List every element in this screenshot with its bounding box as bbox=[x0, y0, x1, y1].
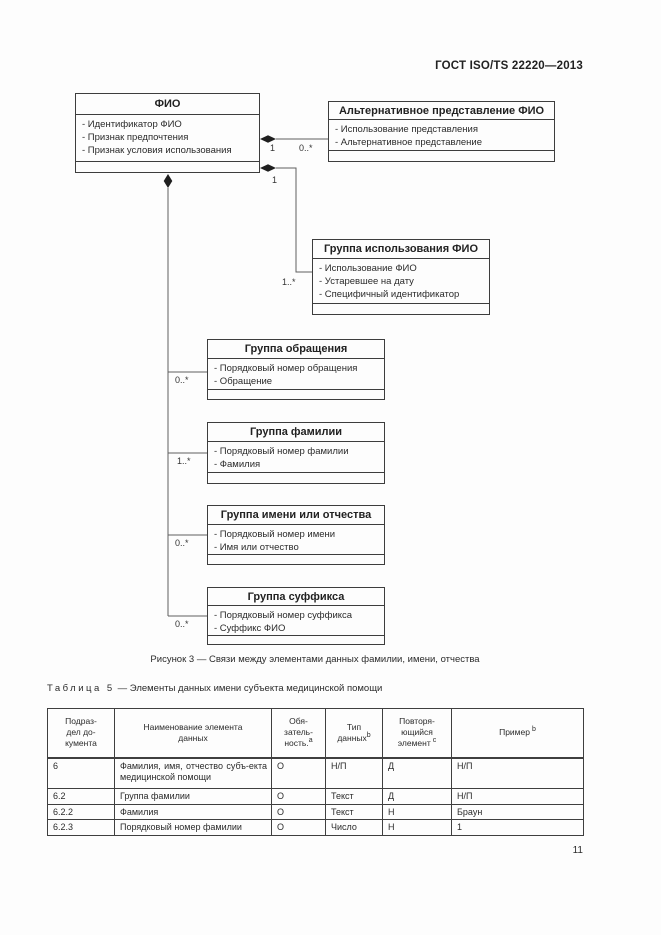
multiplicity-label: 0..* bbox=[175, 619, 189, 629]
uml-empty-compartment bbox=[208, 554, 384, 564]
table-row: 6.2 Группа фамилии О Текст Д Н/П bbox=[47, 788, 584, 805]
cell-data-type: Текст bbox=[325, 788, 383, 805]
uml-class-attributes: - Использование представления - Альтерна… bbox=[329, 120, 554, 150]
uml-class-attributes: - Идентификатор ФИО - Признак предпочтен… bbox=[76, 115, 259, 161]
data-elements-table: Подраз- дел до- кумента Наименование эле… bbox=[47, 708, 584, 836]
footnote-marker: c bbox=[432, 737, 437, 745]
figure-caption: Рисунок 3 — Связи между элементами данны… bbox=[150, 654, 480, 665]
uml-class-given-name-group: Группа имени или отчества - Порядковый н… bbox=[207, 505, 385, 565]
uml-attribute: - Порядковый номер суффикса bbox=[214, 610, 353, 621]
uml-class-title: Группа фамилии bbox=[208, 423, 384, 442]
cell-mandatory: О bbox=[271, 757, 326, 789]
column-header-mandatory: Обя- затель- ность.a bbox=[271, 708, 326, 759]
uml-class-title: Группа имени или отчества bbox=[208, 506, 384, 525]
uml-class-attributes: - Использование ФИО - Устаревшее на дату… bbox=[313, 259, 489, 303]
table-caption-text: — Элементы данных имени субъекта медицин… bbox=[117, 683, 383, 694]
cell-mandatory: О bbox=[271, 788, 326, 805]
cell-data-type: Текст bbox=[325, 803, 383, 820]
cell-element-name: Фамилия, имя, отчество субъ-екта медицин… bbox=[114, 757, 272, 789]
uml-attribute: - Идентификатор ФИО bbox=[82, 119, 182, 130]
cell-data-type: Число bbox=[325, 819, 383, 836]
footnote-marker: b bbox=[531, 726, 536, 734]
uml-class-attributes: - Порядковый номер обращения - Обращение bbox=[208, 359, 384, 389]
page-number: 11 bbox=[572, 845, 583, 856]
uml-attribute: - Специфичный идентификатор bbox=[319, 289, 460, 300]
cell-example: Н/П bbox=[451, 757, 584, 789]
uml-class-suffix-group: Группа суффикса - Порядковый номер суффи… bbox=[207, 587, 385, 645]
table-row: 6.2.2 Фамилия О Текст Н Браун bbox=[47, 803, 584, 820]
cell-repeating: Д bbox=[382, 757, 452, 789]
cell-example: Н/П bbox=[451, 788, 584, 805]
cell-subsection: 6.2.2 bbox=[47, 803, 115, 820]
cell-repeating: Д bbox=[382, 788, 452, 805]
uml-empty-compartment bbox=[313, 303, 489, 314]
uml-attribute: - Порядковый номер обращения bbox=[214, 363, 358, 374]
uml-attribute: - Суффикс ФИО bbox=[214, 623, 286, 634]
cell-element-name: Порядковый номер фамилии bbox=[114, 819, 272, 836]
table-row: 6.2.3 Порядковый номер фамилии О Число Н… bbox=[47, 819, 584, 836]
table-caption: Таблица 5— Элементы данных имени субъект… bbox=[47, 683, 382, 694]
cell-mandatory: О bbox=[271, 803, 326, 820]
uml-empty-compartment bbox=[208, 472, 384, 483]
cell-data-type: Н/П bbox=[325, 757, 383, 789]
uml-empty-compartment bbox=[76, 161, 259, 172]
uml-attribute: - Фамилия bbox=[214, 459, 261, 470]
multiplicity-label: 0..* bbox=[175, 375, 189, 385]
uml-attribute: - Имя или отчество bbox=[214, 542, 299, 553]
uml-class-attributes: - Порядковый номер суффикса - Суффикс ФИ… bbox=[208, 606, 384, 635]
uml-attribute: - Использование ФИО bbox=[319, 263, 417, 274]
cell-element-name: Группа фамилии bbox=[114, 788, 272, 805]
multiplicity-label: 1 bbox=[272, 175, 278, 185]
table-caption-label: Таблица 5 bbox=[47, 683, 115, 694]
uml-attribute: - Порядковый номер фамилии bbox=[214, 446, 349, 457]
uml-empty-compartment bbox=[208, 389, 384, 399]
uml-class-fio: ФИО - Идентификатор ФИО - Признак предпо… bbox=[75, 93, 260, 173]
column-header-data-type: Тип данныхb bbox=[325, 708, 383, 759]
cell-element-name: Фамилия bbox=[114, 803, 272, 820]
multiplicity-label: 1 bbox=[270, 143, 276, 153]
uml-attribute: - Использование представления bbox=[335, 124, 479, 135]
footnote-marker: b bbox=[366, 731, 371, 739]
uml-attribute: - Обращение bbox=[214, 376, 273, 387]
cell-example: Браун bbox=[451, 803, 584, 820]
multiplicity-label: 1..* bbox=[282, 277, 296, 287]
uml-attribute: - Устаревшее на дату bbox=[319, 276, 414, 287]
cell-repeating: Н bbox=[382, 803, 452, 820]
uml-class-title: ФИО bbox=[76, 94, 259, 115]
uml-class-attributes: - Порядковый номер имени - Имя или отчес… bbox=[208, 525, 384, 554]
uml-attribute: - Альтернативное представление bbox=[335, 137, 482, 148]
uml-class-title: Группа суффикса bbox=[208, 588, 384, 606]
uml-attribute: - Признак условия использования bbox=[82, 145, 232, 156]
column-header-element-name: Наименование элемента данных bbox=[114, 708, 272, 759]
column-header-subsection: Подраз- дел до- кумента bbox=[47, 708, 115, 759]
document-header: ГОСТ ISO/TS 22220—2013 bbox=[435, 60, 583, 72]
uml-class-salutation-group: Группа обращения - Порядковый номер обра… bbox=[207, 339, 385, 400]
uml-class-title: Альтернативное представление ФИО bbox=[329, 102, 554, 120]
uml-attribute: - Признак предпочтения bbox=[82, 132, 189, 143]
uml-class-title: Группа использования ФИО bbox=[313, 240, 489, 259]
table-header-row: Подраз- дел до- кумента Наименование эле… bbox=[47, 708, 584, 759]
uml-class-title: Группа обращения bbox=[208, 340, 384, 359]
cell-example: 1 bbox=[451, 819, 584, 836]
cell-repeating: Н bbox=[382, 819, 452, 836]
uml-class-attributes: - Порядковый номер фамилии - Фамилия bbox=[208, 442, 384, 472]
cell-subsection: 6.2.3 bbox=[47, 819, 115, 836]
cell-mandatory: О bbox=[271, 819, 326, 836]
uml-empty-compartment bbox=[329, 150, 554, 161]
uml-attribute: - Порядковый номер имени bbox=[214, 529, 336, 540]
footnote-marker: a bbox=[308, 737, 313, 745]
table-row: 6 Фамилия, имя, отчество субъ-екта медиц… bbox=[47, 757, 584, 789]
uml-empty-compartment bbox=[208, 635, 384, 645]
uml-class-family-name-group: Группа фамилии - Порядковый номер фамили… bbox=[207, 422, 385, 484]
multiplicity-label: 0..* bbox=[175, 538, 189, 548]
uml-class-usage-group: Группа использования ФИО - Использование… bbox=[312, 239, 490, 315]
cell-subsection: 6 bbox=[47, 757, 115, 789]
cell-subsection: 6.2 bbox=[47, 788, 115, 805]
multiplicity-label: 0..* bbox=[299, 143, 313, 153]
uml-class-alt-representation: Альтернативное представление ФИО - Испол… bbox=[328, 101, 555, 162]
multiplicity-label: 1..* bbox=[177, 456, 191, 466]
